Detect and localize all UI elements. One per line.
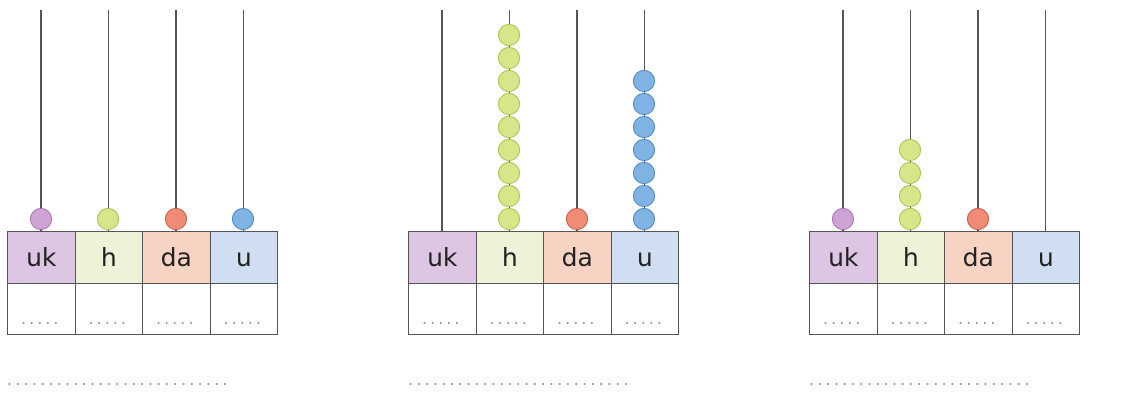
bead-u xyxy=(633,139,656,161)
number-word-blank[interactable]: ........................... xyxy=(7,370,231,389)
digit-blank-da[interactable]: ..... xyxy=(945,284,1013,335)
bead-u xyxy=(633,70,656,92)
bead-h xyxy=(498,24,521,46)
bead-h xyxy=(899,162,922,184)
digit-blank-da[interactable]: ..... xyxy=(544,284,612,335)
digit-blank-h[interactable]: ..... xyxy=(877,284,945,335)
bead-u xyxy=(633,116,656,138)
bead-da xyxy=(565,208,588,230)
rod-h xyxy=(909,10,911,231)
bead-h xyxy=(498,208,521,230)
rod-da xyxy=(977,10,979,231)
bead-u xyxy=(633,93,656,115)
rod-uk xyxy=(842,10,844,231)
number-word-blank[interactable]: ........................... xyxy=(408,370,632,389)
digit-blank-u[interactable]: ..... xyxy=(210,284,278,335)
digit-blank-uk[interactable]: ..... xyxy=(810,284,878,335)
bead-u xyxy=(633,208,656,230)
bead-u xyxy=(633,162,656,184)
digit-blank-uk[interactable]: ..... xyxy=(409,284,477,335)
digit-blank-u[interactable]: ..... xyxy=(1012,284,1080,335)
column-label-uk: uk xyxy=(8,232,76,284)
answer-row: .................... xyxy=(810,284,1080,335)
bead-h xyxy=(899,185,922,207)
rod-da xyxy=(175,10,177,231)
bead-h xyxy=(899,208,922,230)
answer-row: .................... xyxy=(409,284,679,335)
rod-uk xyxy=(441,10,443,231)
digit-blank-u[interactable]: ..... xyxy=(611,284,679,335)
bead-h xyxy=(97,208,120,230)
bead-u xyxy=(633,185,656,207)
column-label-h: h xyxy=(476,232,544,284)
bead-h xyxy=(498,70,521,92)
bead-h xyxy=(899,139,922,161)
column-label-uk: uk xyxy=(810,232,878,284)
digit-blank-da[interactable]: ..... xyxy=(143,284,211,335)
bead-da xyxy=(966,208,989,230)
column-label-u: u xyxy=(210,232,278,284)
column-label-h: h xyxy=(877,232,945,284)
answer-row: .................... xyxy=(8,284,278,335)
digit-blank-h[interactable]: ..... xyxy=(75,284,143,335)
digit-blank-uk[interactable]: ..... xyxy=(8,284,76,335)
bead-da xyxy=(164,208,187,230)
column-label-da: da xyxy=(945,232,1013,284)
bead-h xyxy=(498,185,521,207)
column-label-uk: uk xyxy=(409,232,477,284)
bead-h xyxy=(498,116,521,138)
number-word-blank[interactable]: ........................... xyxy=(809,370,1033,389)
bead-h xyxy=(498,93,521,115)
rod-uk xyxy=(40,10,42,231)
bead-h xyxy=(498,139,521,161)
column-label-da: da xyxy=(143,232,211,284)
bead-uk xyxy=(831,208,854,230)
column-label-u: u xyxy=(1012,232,1080,284)
digit-blank-h[interactable]: ..... xyxy=(476,284,544,335)
bead-u xyxy=(232,208,255,230)
bead-h xyxy=(498,47,521,69)
bead-h xyxy=(498,162,521,184)
column-label-u: u xyxy=(611,232,679,284)
rod-da xyxy=(576,10,578,231)
column-label-da: da xyxy=(544,232,612,284)
rod-h xyxy=(107,10,109,231)
column-label-h: h xyxy=(75,232,143,284)
rod-u xyxy=(242,10,244,231)
rod-u xyxy=(1044,10,1046,231)
bead-uk xyxy=(29,208,52,230)
